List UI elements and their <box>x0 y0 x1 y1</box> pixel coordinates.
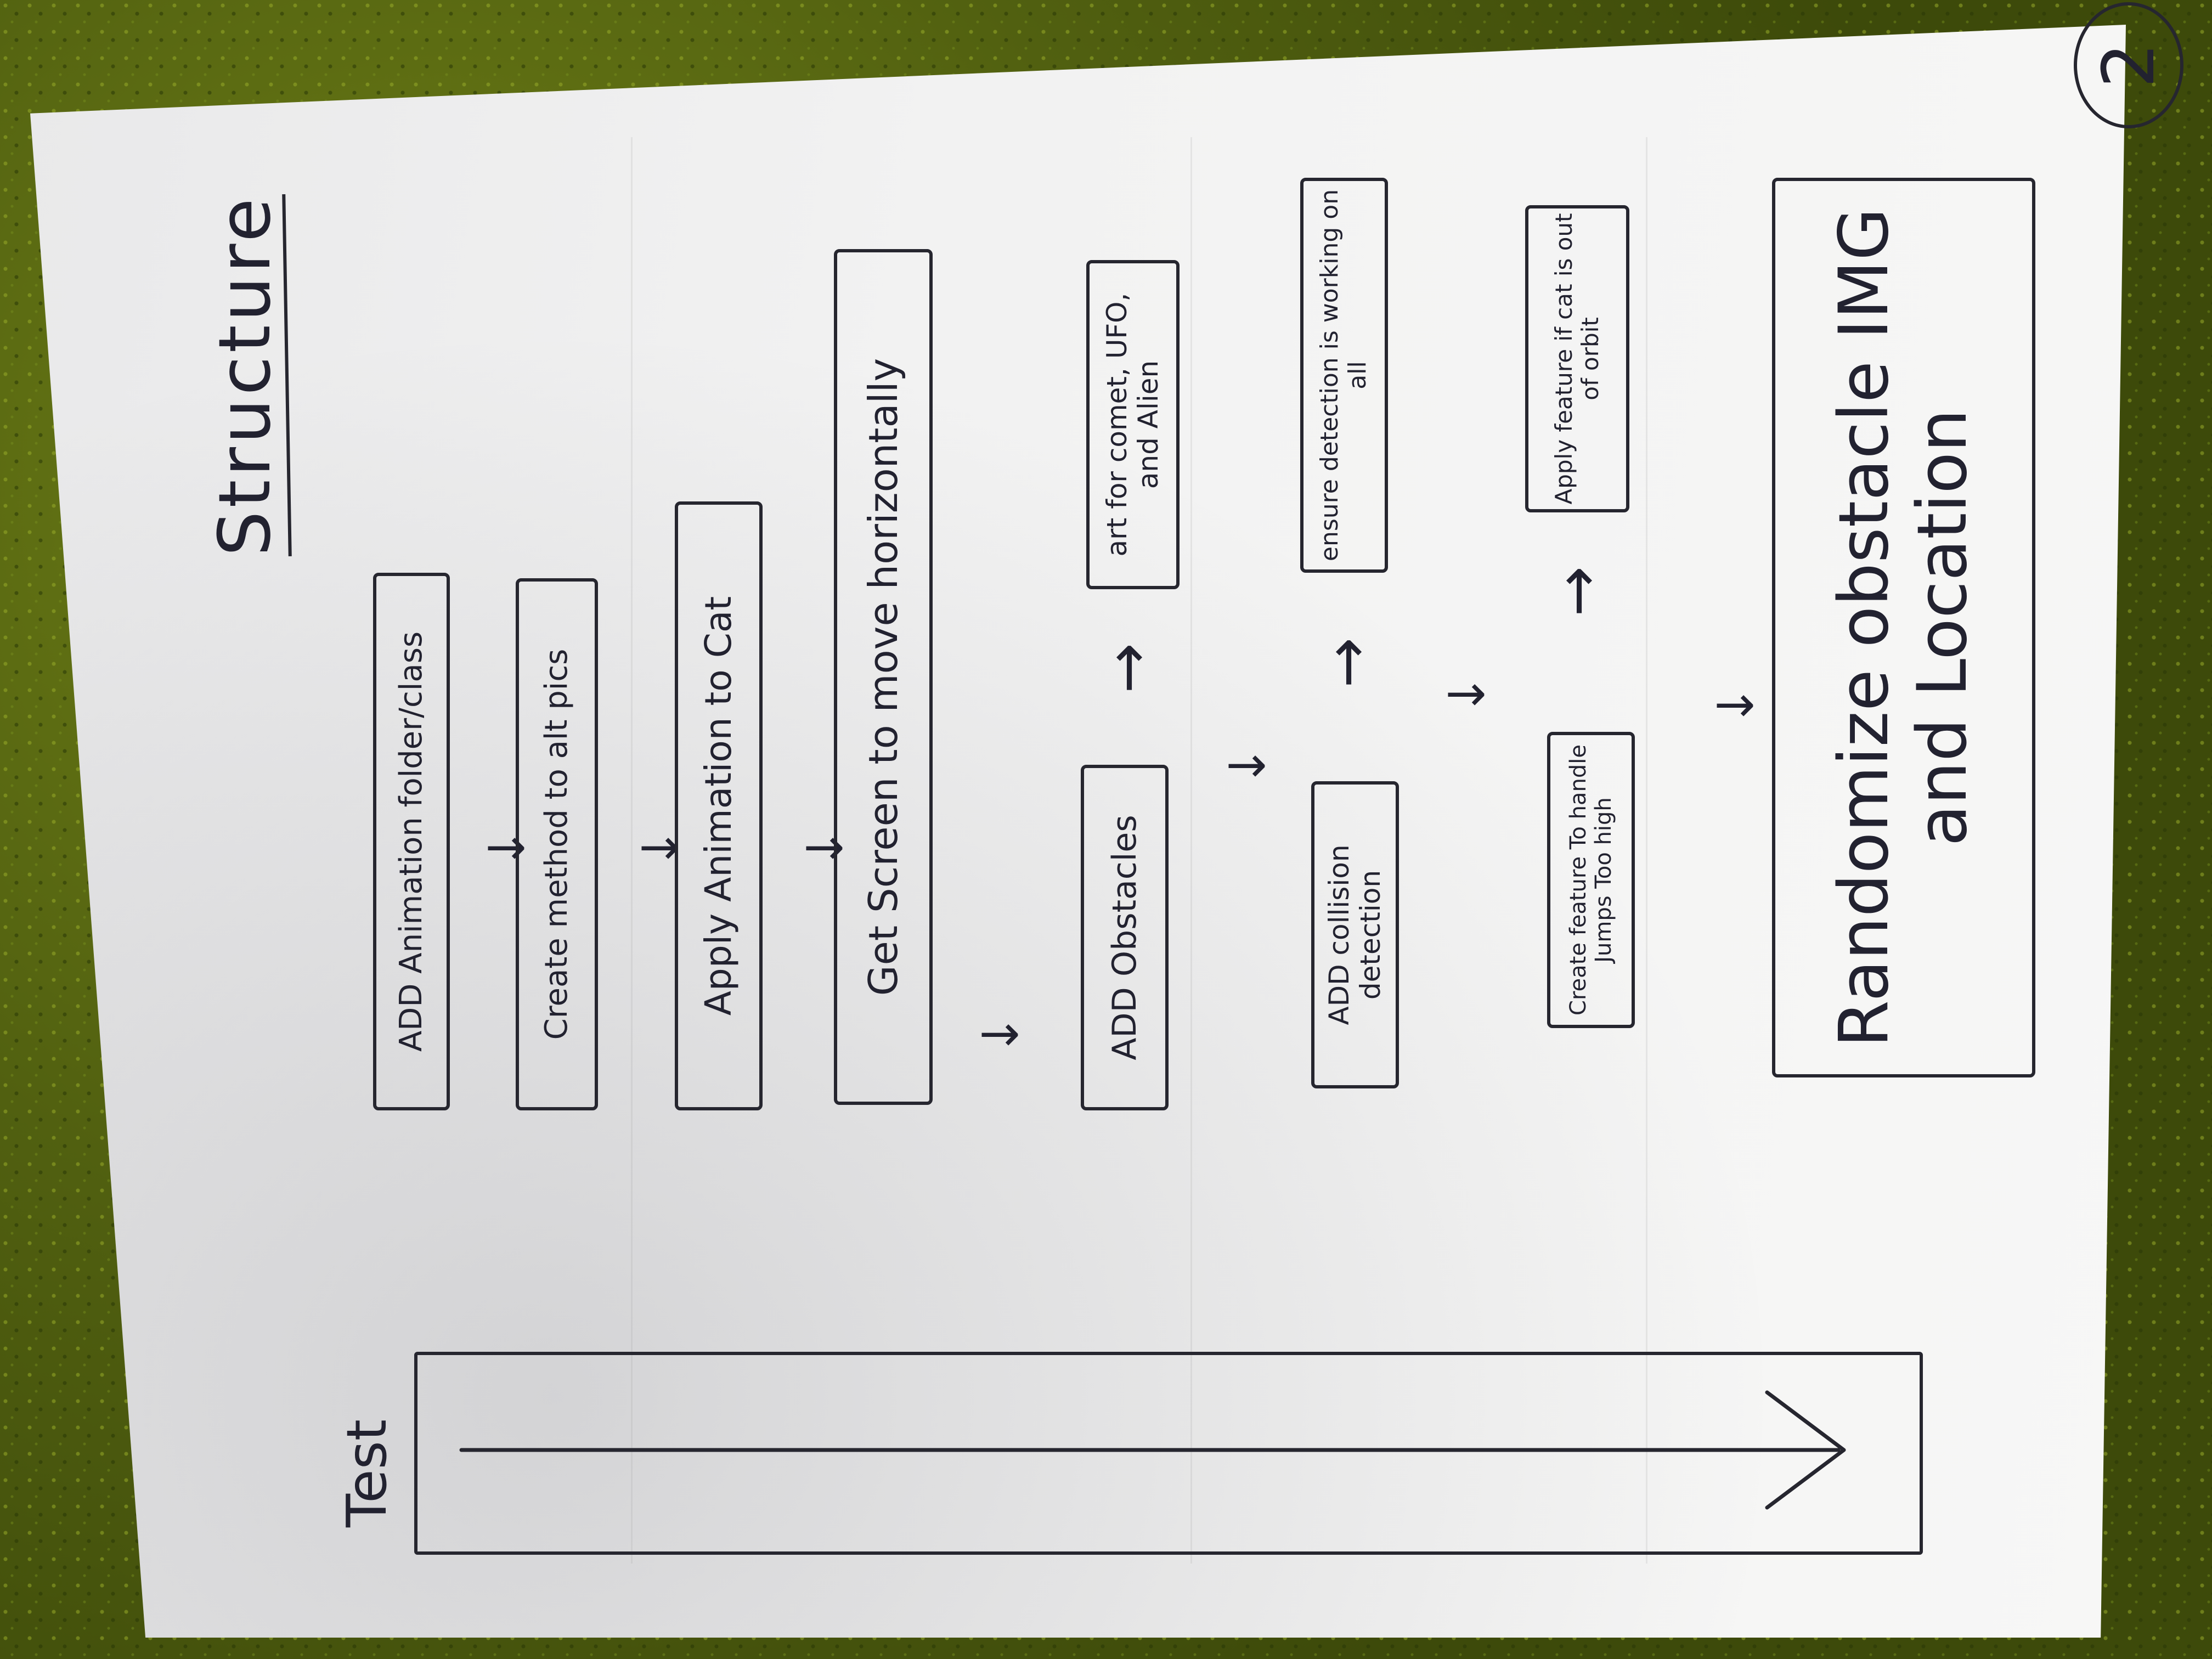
test-arrow-icon <box>459 1390 1846 1510</box>
step-collision-box: ADD collision detection <box>1311 781 1399 1088</box>
paper-sheet <box>30 25 2126 1638</box>
step-create-method-box: Create method to alt pics <box>516 578 598 1110</box>
orbit-feature-box: Apply feature if cat is out of orbit <box>1525 205 1629 512</box>
step-move-screen-box: Get Screen to move horizontally <box>834 249 933 1105</box>
step-add-animation-box: ADD Animation folder/class <box>373 573 450 1110</box>
arrow-icon-right: → <box>1312 637 1382 688</box>
step-jump-feature-box: Create feature To handle Jumps Too high <box>1547 732 1635 1028</box>
page-number-circle: 2 <box>2074 2 2183 128</box>
test-label: Test <box>335 1419 399 1527</box>
arrow-icon-down: ↓ <box>972 1014 1030 1056</box>
step-apply-animation-box: Apply Animation to Cat <box>675 501 763 1110</box>
test-bar <box>414 1352 1923 1555</box>
ensure-detection-box: ensure detection is working on all <box>1300 178 1388 573</box>
arrow-icon-right: → <box>1542 566 1612 617</box>
step-randomize-box: Randomize obstacle IMG and Location <box>1772 178 2035 1077</box>
page-title: Structure <box>203 195 286 556</box>
step-add-obstacles-box: ADD Obstacles <box>1081 765 1169 1110</box>
paper-fold-line <box>1190 137 1192 1564</box>
paper-fold-line <box>1646 137 1647 1564</box>
arrow-icon-right: → <box>1092 642 1163 693</box>
arrow-icon-down: ↓ <box>1438 674 1496 715</box>
arrow-icon-down: ↓ <box>1219 745 1277 787</box>
paper-fold-line <box>631 137 633 1564</box>
art-assets-box: art for comet, UFO, and Alien <box>1086 260 1180 589</box>
arrow-icon-down: ↓ <box>1707 685 1765 726</box>
